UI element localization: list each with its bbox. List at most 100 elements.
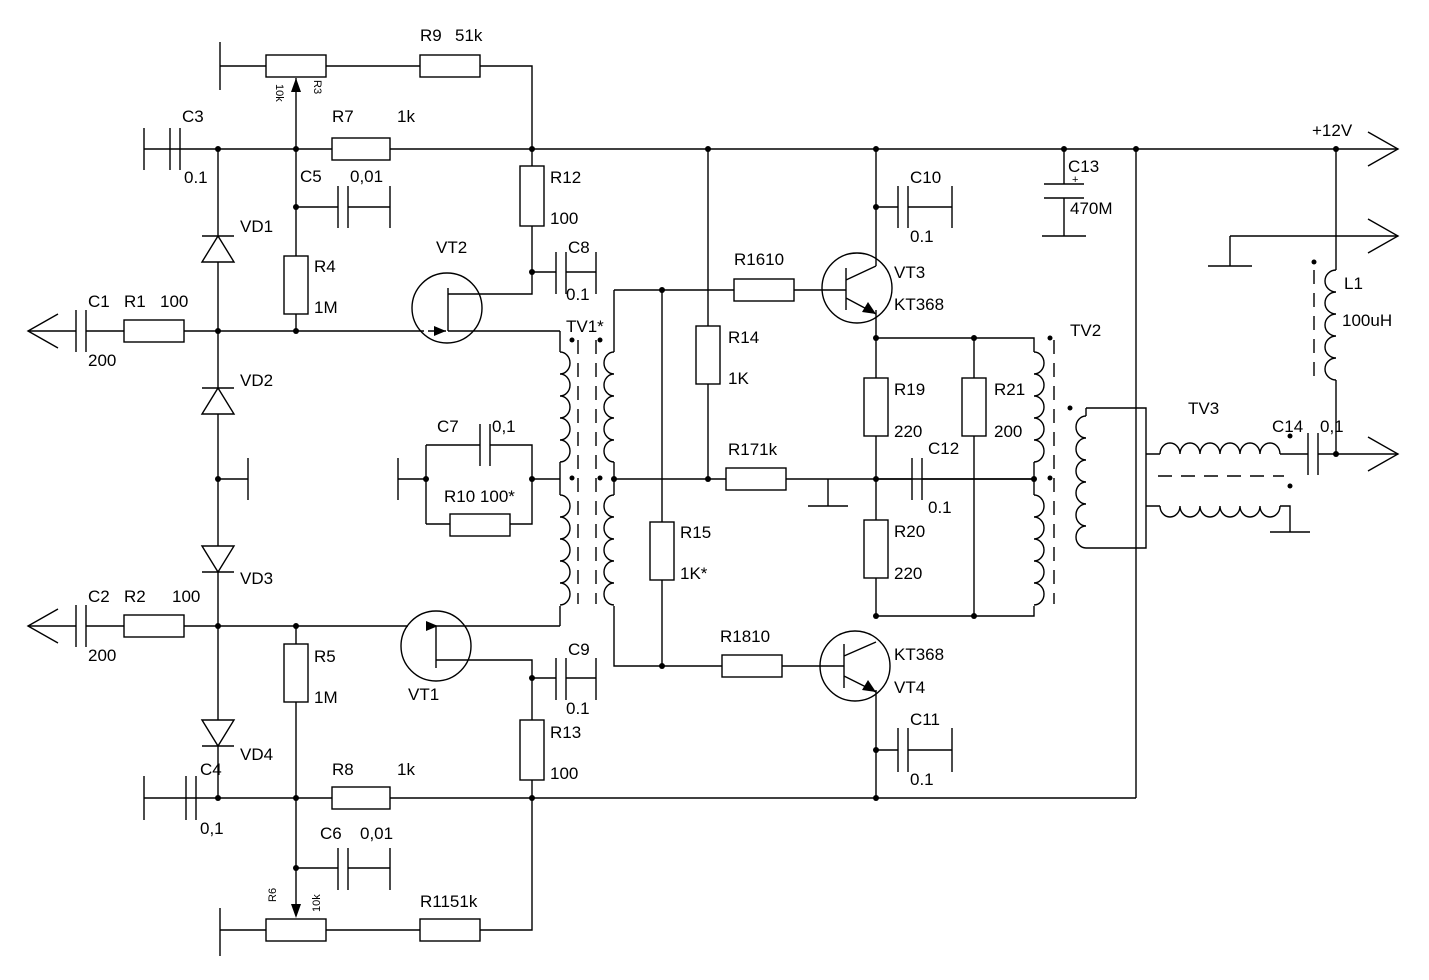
label-c7: C7: [437, 417, 459, 436]
label-c1-value: 200: [88, 351, 116, 370]
label-c10: C10: [910, 168, 941, 187]
capacitor-c5: [337, 186, 391, 228]
label-c6-value: 0,01: [360, 824, 393, 843]
label-r8: R8: [332, 760, 354, 779]
diode-vd3: [200, 545, 236, 574]
label-c1: C1: [88, 292, 110, 311]
label-r1: R1: [124, 292, 146, 311]
capacitor-c3: [169, 128, 181, 170]
capacitors: [75, 128, 1319, 890]
label-r15: R15: [680, 523, 711, 542]
label-c14: C14: [1272, 417, 1303, 436]
label-r17: R171k: [728, 440, 778, 459]
label-c11-value: 0.1: [910, 770, 934, 789]
label-c8: C8: [568, 238, 590, 257]
resistors: [123, 54, 987, 942]
resistor-r1: [123, 319, 185, 343]
fet-vt2: [411, 272, 483, 344]
capacitor-c11: [897, 728, 953, 772]
label-r16: R1610: [734, 250, 784, 269]
capacitor-c6: [337, 848, 391, 890]
label-vd1: VD1: [240, 217, 273, 236]
label-vd3: VD3: [240, 569, 273, 588]
label-c7-value: 0,1: [492, 417, 516, 436]
input-arrow-bottom: [26, 608, 59, 644]
diodes: [200, 234, 236, 748]
label-r12: R12: [550, 168, 581, 187]
wiring: [28, 42, 1398, 956]
label-c11: C11: [910, 710, 940, 729]
label-r1-value: 100: [160, 292, 188, 311]
label-r4: R4: [314, 257, 336, 276]
resistor-r17: [725, 467, 787, 491]
label-c12: C12: [928, 439, 959, 458]
capacitor-c12: [911, 458, 923, 500]
resistor-r9: [419, 54, 481, 78]
label-c4-value: 0,1: [200, 819, 224, 838]
label-c14-value: 0,1: [1320, 417, 1344, 436]
label-l1-value: 100uH: [1342, 311, 1392, 330]
label-c3: C3: [182, 107, 204, 126]
resistor-r16: [733, 278, 795, 302]
label-l1: L1: [1344, 274, 1363, 293]
resistor-r7: [331, 137, 391, 161]
label-vt4-type: KT368: [894, 645, 944, 664]
label-vt1: VT1: [408, 685, 439, 704]
capacitor-c2: [75, 605, 87, 647]
output-arrow-mid: [1367, 218, 1400, 254]
capacitor-c1: [75, 310, 87, 352]
label-vd2: VD2: [240, 371, 273, 390]
label-r14-value: 1K: [728, 369, 749, 388]
resistor-r21: [961, 377, 987, 437]
label-r5-value: 1M: [314, 688, 338, 707]
label-c6: C6: [320, 824, 342, 843]
transformer-tv3: [1158, 442, 1284, 518]
capacitor-c13: [1044, 183, 1084, 199]
resistor-r8: [331, 786, 391, 810]
label-r18: R1810: [720, 627, 770, 646]
labels: R9 51k 10k R3 C3 0.1 R7 1k C5 0,01 R12 1…: [88, 26, 1392, 912]
capacitor-c8: [555, 252, 597, 294]
diode-vd2: [200, 386, 236, 415]
label-r20: R20: [894, 522, 925, 541]
ground-bars: [143, 128, 196, 820]
label-r14: R14: [728, 328, 759, 347]
label-r19: R19: [894, 380, 925, 399]
capacitor-c14: [1307, 433, 1319, 475]
label-c3-value: 0.1: [184, 168, 208, 187]
label-r19-value: 220: [894, 422, 922, 441]
label-r21: R21: [994, 380, 1025, 399]
label-r3-value: 10k: [273, 84, 285, 102]
capacitor-c4: [185, 776, 197, 820]
resistor-r14: [695, 325, 721, 385]
transistor-vt3: [821, 252, 893, 324]
label-c5-value: 0,01: [350, 167, 383, 186]
label-c9-value: 0.1: [566, 699, 590, 718]
label-r21-value: 200: [994, 422, 1022, 441]
inductor-l1: [1313, 269, 1337, 388]
resistor-r15: [649, 521, 675, 581]
diode-vd4: [200, 719, 236, 748]
transformer-tv1: [559, 340, 615, 606]
resistor-r5: [283, 643, 309, 703]
label-tv1: TV1*: [566, 317, 604, 336]
capacitor-c7: [479, 424, 491, 466]
label-r12-value: 100: [550, 209, 578, 228]
label-vt3: VT3: [894, 263, 925, 282]
label-r9-value: 51k: [455, 26, 483, 45]
label-c9: C9: [568, 640, 590, 659]
label-r20-value: 220: [894, 564, 922, 583]
transformer-tv2: [1033, 340, 1087, 606]
label-r9: R9: [420, 26, 442, 45]
label-c2-value: 200: [88, 646, 116, 665]
label-r7-value: 1k: [397, 107, 415, 126]
label-r4-value: 1M: [314, 298, 338, 317]
label-r2: R2: [124, 587, 146, 606]
arrow-symbols: [26, 131, 1400, 644]
resistor-r19: [863, 377, 889, 437]
label-vt2: VT2: [436, 238, 467, 257]
label-r13-value: 100: [550, 764, 578, 783]
resistor-r12: [519, 165, 545, 227]
label-r6: R6: [267, 888, 279, 902]
